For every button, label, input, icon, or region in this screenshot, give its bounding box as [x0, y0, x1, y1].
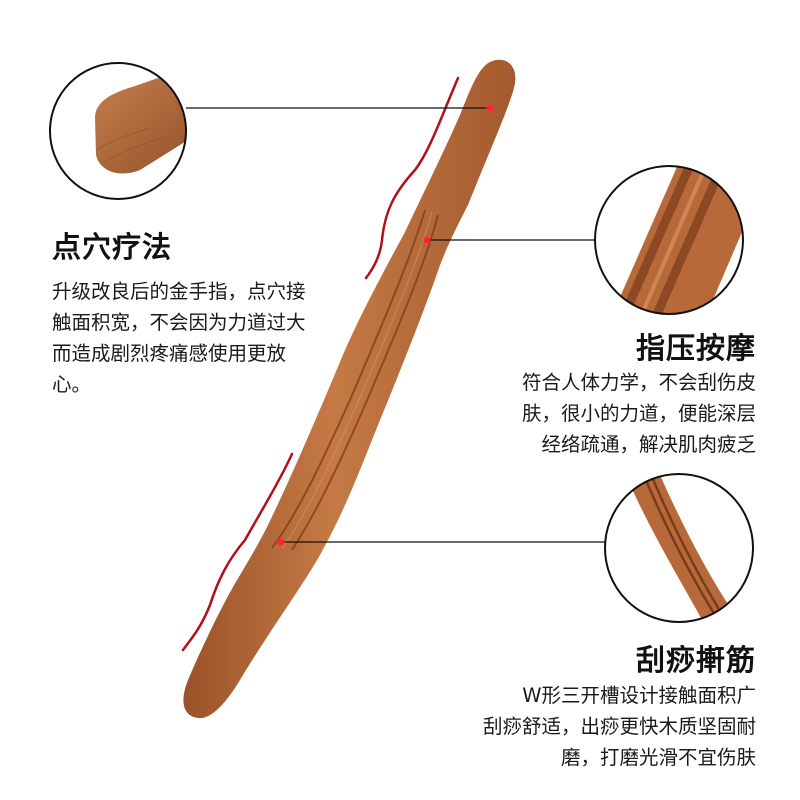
detail-circle-tip — [50, 63, 186, 199]
stick-groove-3 — [281, 211, 433, 550]
detail-circle-grooves — [595, 166, 743, 314]
red-accent-curve-top — [364, 76, 460, 280]
red-accent-curve-bottom — [181, 452, 294, 652]
desc-line: 符合人体力学，不会刮伤皮 — [521, 371, 756, 394]
wooden-stick — [183, 59, 516, 719]
desc-line: 肤，很小的力道，便能深层 — [521, 402, 756, 425]
desc-line: W形三开槽设计接触面积广 — [522, 684, 756, 707]
feature-title-massage: 指压按摩 — [635, 331, 756, 365]
desc-line: 刮痧舒适，出痧更快木质坚固耐 — [482, 715, 756, 738]
detail-circle-w-grooves — [605, 474, 753, 622]
feature-title-acupoint: 点穴疗法 — [52, 230, 173, 264]
stick-groove-2 — [291, 214, 439, 551]
feature-desc-scraping: W形三开槽设计接触面积广 刮痧舒适，出痧更快木质坚固耐 磨，打磨光滑不宜伤肤 — [483, 680, 756, 773]
desc-line: 而造成剧烈疼痛感使用更放 — [52, 342, 287, 365]
feature-desc-massage: 符合人体力学，不会刮伤皮 肤，很小的力道，便能深层 经络疏通，解决肌肉疲乏 — [522, 367, 756, 460]
desc-line: 磨，打磨光滑不宜伤肤 — [560, 746, 756, 769]
desc-line: 心。 — [52, 373, 92, 396]
stick-groove-1 — [271, 209, 426, 549]
feature-desc-acupoint: 升级改良后的金手指，点穴接 触面积宽，不会因为力道过大 而造成剧烈疼痛感使用更放… — [52, 276, 306, 400]
desc-line: 升级改良后的金手指，点穴接 — [52, 280, 306, 303]
desc-line: 触面积宽，不会因为力道过大 — [52, 311, 306, 334]
feature-title-scraping: 刮痧搟筋 — [635, 643, 756, 677]
desc-line: 经络疏通，解决肌肉疲乏 — [541, 433, 756, 456]
